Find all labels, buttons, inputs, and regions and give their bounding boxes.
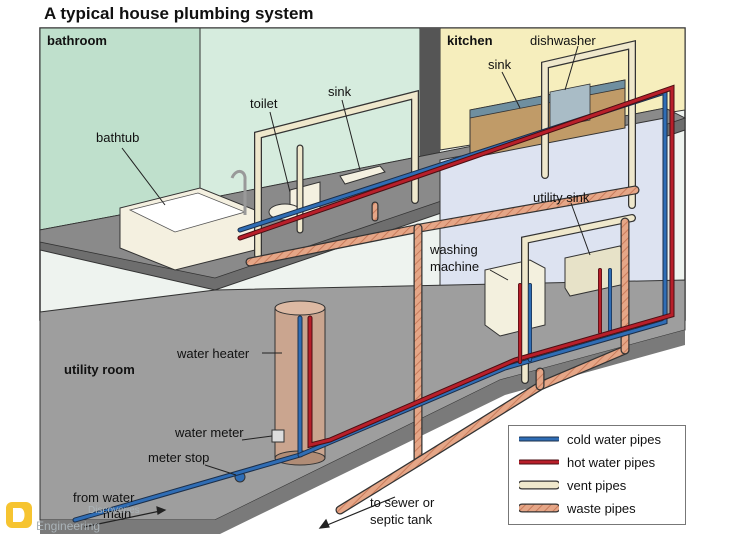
washing-machine	[484, 259, 546, 337]
watermark-line1: Discoveries	[88, 505, 140, 516]
legend-item-hot: hot water pipes	[519, 453, 655, 471]
diagram-title: A typical house plumbing system	[44, 4, 314, 23]
label-from-water-main-line2: main	[103, 506, 132, 521]
bathroom-sink	[339, 165, 386, 185]
label-water-meter: water meter	[175, 425, 244, 440]
leader-lines	[121, 45, 591, 476]
label-meter-stop: meter stop	[148, 450, 210, 465]
legend-label-hot: hot water pipes	[567, 454, 656, 470]
label-bathroom-sink: sink	[328, 84, 352, 99]
label-washing-machine-line2: machine	[430, 259, 480, 274]
pipe-legend: cold water pipes hot water pipes vent pi…	[508, 425, 686, 525]
flow-arrows	[83, 496, 396, 529]
legend-item-waste: waste pipes	[519, 499, 636, 517]
legend-label-vent: vent pipes	[567, 477, 627, 493]
label-washing-machine-line1: washing	[430, 242, 478, 257]
label-dishwasher: dishwasher	[530, 33, 596, 48]
label-water-heater: water heater	[177, 346, 250, 361]
cold-pipe-swatch	[519, 436, 559, 442]
label-utility-sink: utility sink	[533, 190, 590, 205]
waste-pipes	[245, 185, 640, 515]
legend-label-cold: cold water pipes	[567, 431, 661, 447]
room-label-kitchen: kitchen	[447, 33, 493, 48]
legend-label-waste: waste pipes	[567, 500, 636, 516]
vent-pipes	[254, 39, 636, 384]
hot-water-pipes	[237, 84, 675, 449]
label-from-water-main-line1: from water	[73, 490, 135, 505]
label-to-sewer-line1: to sewer or	[370, 495, 435, 510]
room-label-bathroom: bathroom	[47, 33, 107, 48]
label-kitchen-sink: sink	[488, 57, 512, 72]
legend-item-cold: cold water pipes	[519, 430, 661, 448]
label-toilet: toilet	[250, 96, 278, 111]
label-to-sewer-line2: septic tank	[370, 512, 433, 527]
hot-pipe-swatch	[519, 459, 559, 465]
room-label-utility-room: utility room	[64, 362, 135, 377]
label-bathtub: bathtub	[96, 130, 140, 145]
watermark-line2: Engineering	[36, 519, 101, 533]
vent-pipe-swatch	[519, 480, 559, 490]
engineering-logo-icon	[6, 502, 32, 528]
waste-pipe-swatch	[519, 503, 559, 513]
water-meter	[271, 429, 285, 443]
legend-item-vent: vent pipes	[519, 476, 626, 494]
